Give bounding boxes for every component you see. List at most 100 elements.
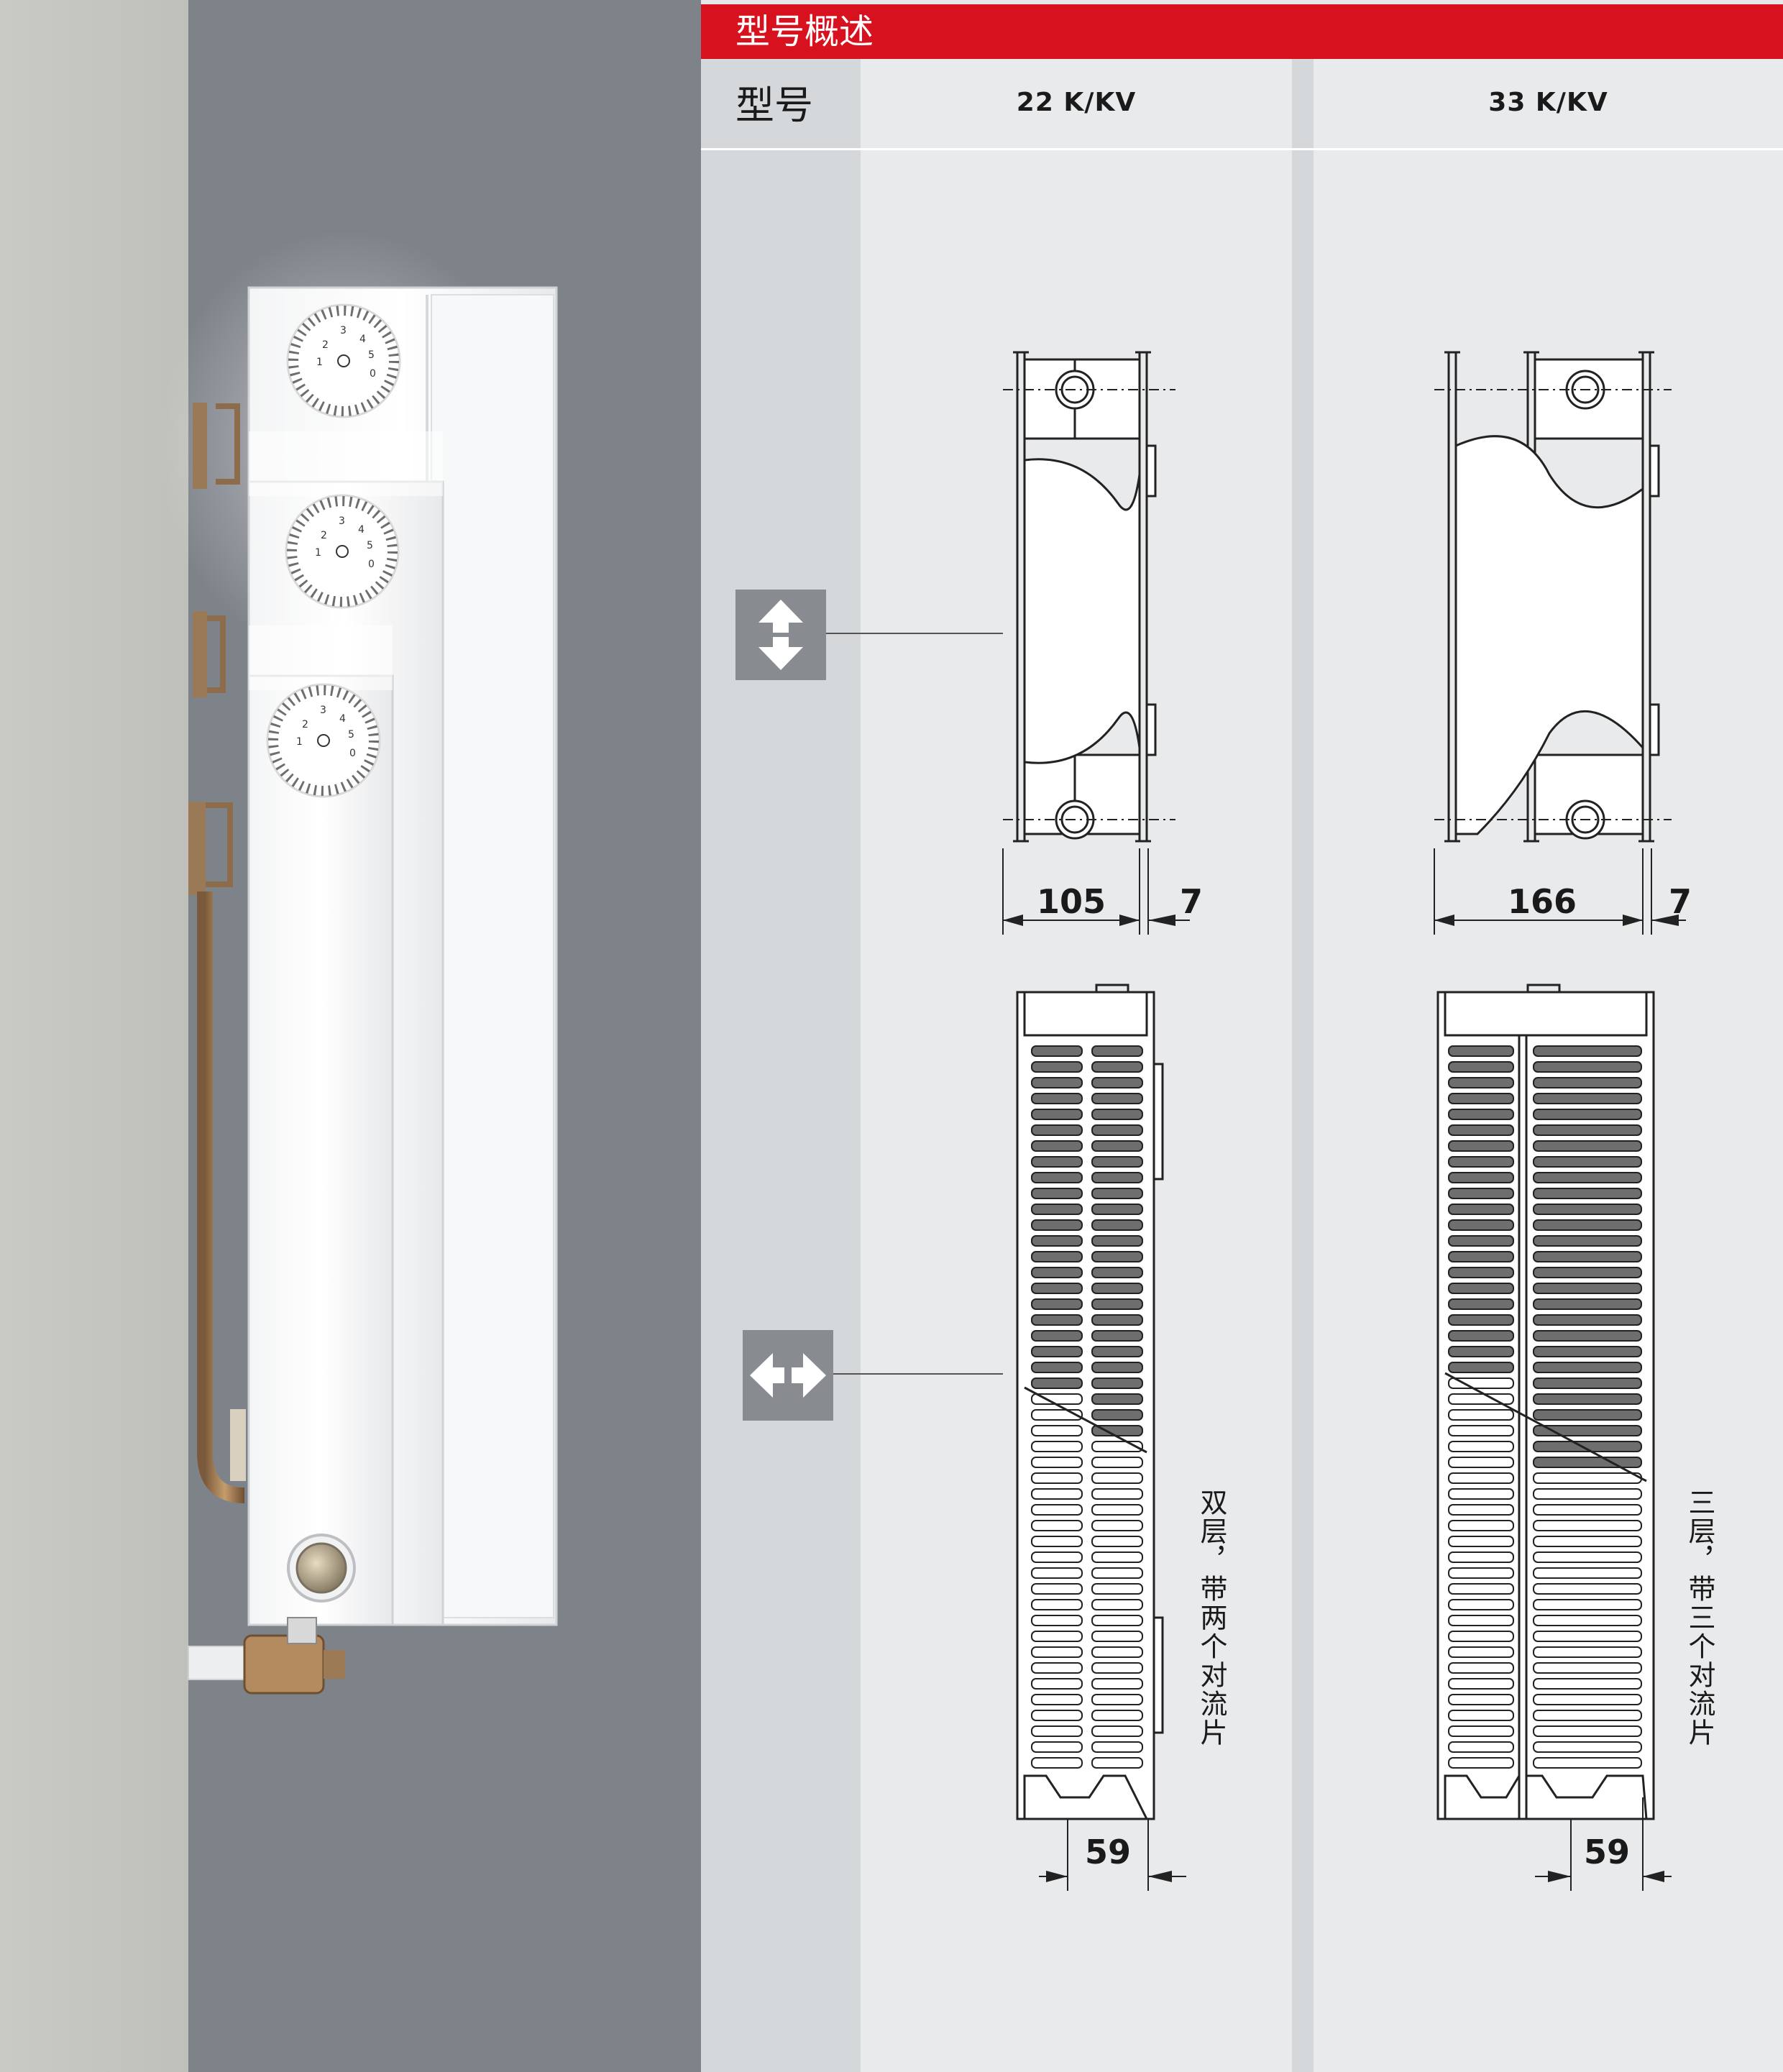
thermostat-dial: 2 3 4 5 0 1 <box>286 303 401 418</box>
convector-fin <box>1031 1362 1083 1373</box>
convector-fin <box>1533 1725 1642 1737</box>
convector-fin <box>1031 1314 1083 1326</box>
convector-fin <box>1533 1140 1642 1152</box>
convector-fin <box>1031 1077 1083 1088</box>
convector-fin <box>1091 1409 1143 1421</box>
convector-fin <box>1091 1235 1143 1247</box>
convector-fin <box>1031 1567 1083 1579</box>
convector-fin <box>1448 1156 1514 1168</box>
convector-fin <box>1031 1725 1083 1737</box>
convector-fin <box>1448 1077 1514 1088</box>
convector-fin <box>1533 1631 1642 1642</box>
convector-fin <box>1091 1710 1143 1721</box>
convector-fin <box>1031 1741 1083 1753</box>
convector-fin <box>1031 1583 1083 1595</box>
convector-fin <box>1091 1156 1143 1168</box>
convector-fin <box>1091 1283 1143 1294</box>
convector-fin <box>1533 1583 1642 1595</box>
convector-fin <box>1091 1204 1143 1215</box>
convector-fin <box>1533 1298 1642 1310</box>
convector-fin <box>1448 1646 1514 1658</box>
convector-fin <box>1533 1393 1642 1405</box>
convector-fin <box>1091 1298 1143 1310</box>
convector-fin <box>1091 1267 1143 1278</box>
convector-fin <box>1448 1472 1514 1484</box>
header-bar: 型号概述 <box>701 4 1783 59</box>
convector-fin <box>1448 1204 1514 1215</box>
convector-fin <box>1091 1362 1143 1373</box>
convector-fin <box>1031 1346 1083 1357</box>
dim-depth-33: 166 <box>1508 882 1577 921</box>
convector-fin <box>1448 1330 1514 1342</box>
convector-fin <box>1448 1093 1514 1104</box>
dim-connection-22: 59 <box>1085 1833 1131 1871</box>
convector-fin <box>1533 1172 1642 1183</box>
convector-fin <box>1533 1488 1642 1500</box>
convector-fin <box>1533 1551 1642 1563</box>
convector-fin <box>1533 1077 1642 1088</box>
convector-fin <box>1031 1441 1083 1452</box>
convector-fin <box>1448 1520 1514 1531</box>
convector-fin <box>1448 1599 1514 1610</box>
model-name-33: 33 K/KV <box>1488 88 1608 117</box>
convector-fin <box>1091 1251 1143 1262</box>
convector-fin <box>1031 1172 1083 1183</box>
convector-fin <box>1448 1488 1514 1500</box>
convector-fin <box>1448 1267 1514 1278</box>
convector-fin <box>1091 1599 1143 1610</box>
convector-fin <box>1448 1346 1514 1357</box>
convector-fin <box>1091 1646 1143 1658</box>
convector-fin <box>1533 1757 1642 1769</box>
convector-fin <box>1448 1045 1514 1057</box>
convector-fin <box>1533 1045 1642 1057</box>
convector-fin <box>1533 1314 1642 1326</box>
convector-fin <box>1533 1109 1642 1120</box>
convector-fin <box>1031 1662 1083 1674</box>
convector-fin <box>1448 1235 1514 1247</box>
convector-fin <box>1533 1093 1642 1104</box>
convector-fin <box>1031 1045 1083 1057</box>
column-divider <box>1292 59 1314 2072</box>
svg-text:2: 2 <box>322 339 329 351</box>
callout-line-bottom <box>833 1373 1003 1375</box>
convector-fin <box>1091 1330 1143 1342</box>
convector-fin <box>1448 1409 1514 1421</box>
convector-fin <box>1448 1393 1514 1405</box>
svg-text:4: 4 <box>359 334 366 345</box>
svg-text:4: 4 <box>358 524 365 536</box>
callout-line-top <box>826 633 1003 634</box>
convector-fins-33 <box>1448 1045 1642 1769</box>
dim-connection-33: 59 <box>1584 1833 1630 1871</box>
convector-fin <box>1091 1567 1143 1579</box>
convector-fin <box>1533 1472 1642 1484</box>
convector-fin <box>1533 1425 1642 1436</box>
convector-fin <box>1091 1124 1143 1136</box>
convector-fin <box>1031 1694 1083 1705</box>
convector-fin <box>1448 1710 1514 1721</box>
convector-fin <box>1448 1441 1514 1452</box>
convector-fin <box>1091 1472 1143 1484</box>
convector-fin <box>1533 1694 1642 1705</box>
convector-fin <box>1533 1567 1642 1579</box>
svg-text:0: 0 <box>349 748 356 759</box>
convector-fin <box>1448 1741 1514 1753</box>
convector-fin <box>1533 1346 1642 1357</box>
convector-fin <box>1448 1109 1514 1120</box>
convector-fin <box>1448 1251 1514 1262</box>
convector-fin <box>1448 1172 1514 1183</box>
convector-fin <box>1091 1662 1143 1674</box>
convector-fin <box>1533 1061 1642 1073</box>
convector-fin <box>1533 1330 1642 1342</box>
convector-fin <box>1031 1330 1083 1342</box>
convector-fin <box>1448 1377 1514 1389</box>
convector-fin <box>1448 1567 1514 1579</box>
convector-fin <box>1448 1662 1514 1674</box>
model-name-22: 22 K/KV <box>1016 88 1137 117</box>
convector-fin <box>1091 1725 1143 1737</box>
convector-fin <box>1091 1520 1143 1531</box>
section-drawing-22-side: 105 7 <box>1002 345 1233 935</box>
convector-fin <box>1031 1377 1083 1389</box>
header-divider <box>701 148 1783 150</box>
convector-fin <box>1533 1662 1642 1674</box>
convector-fin <box>1533 1678 1642 1690</box>
